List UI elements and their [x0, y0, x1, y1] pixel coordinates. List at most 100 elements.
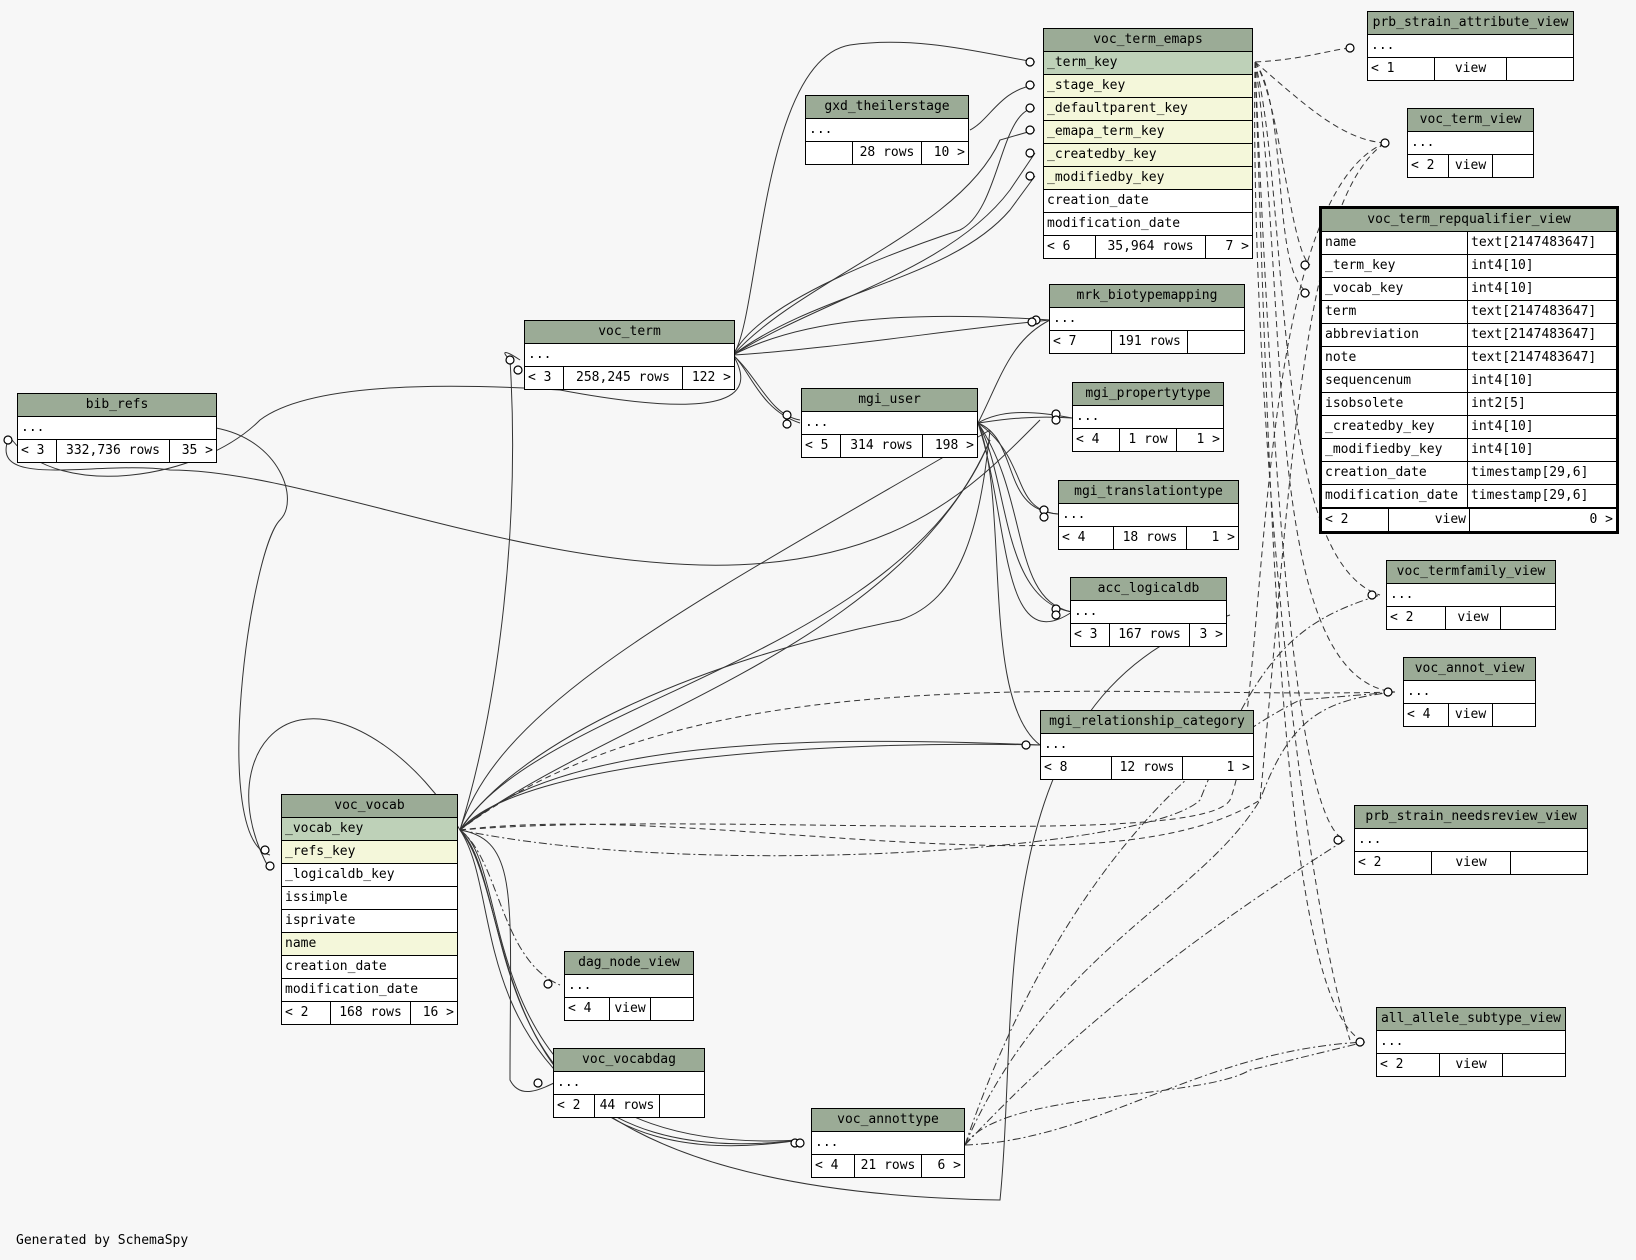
parents-count[interactable]: < 2	[1355, 852, 1432, 874]
children-count[interactable]: 1 >	[1196, 432, 1220, 447]
parents-count[interactable]	[806, 142, 853, 164]
parents-count[interactable]: < 8	[1041, 757, 1112, 779]
parents-count[interactable]: < 5	[802, 435, 841, 457]
parents-count[interactable]: < 2	[1377, 1054, 1440, 1076]
children-count[interactable]	[1501, 607, 1555, 629]
columns-ellipsis[interactable]: ...	[1059, 504, 1238, 527]
children-count[interactable]	[660, 1095, 704, 1117]
table-voc_termfamily_view[interactable]: voc_termfamily_view ... < 2 view	[1386, 560, 1556, 630]
parents-count[interactable]: < 1	[1368, 58, 1435, 80]
table-title[interactable]: mgi_translationtype	[1059, 481, 1238, 504]
columns-ellipsis[interactable]: ...	[554, 1072, 704, 1095]
parents-count[interactable]: < 2	[1387, 607, 1446, 629]
columns-ellipsis[interactable]: ...	[1050, 308, 1244, 331]
parents-count[interactable]: < 4	[1073, 429, 1120, 451]
table-voc_term_view[interactable]: voc_term_view ... < 2 view	[1407, 108, 1534, 178]
column-row[interactable]: _modifiedby_key	[1044, 167, 1252, 190]
children-count[interactable]	[1507, 58, 1573, 80]
table-title[interactable]: prb_strain_needsreview_view	[1355, 806, 1587, 829]
table-title[interactable]: voc_annottype	[812, 1109, 964, 1132]
table-mgi_user[interactable]: mgi_user ... < 5 314 rows 198 >	[801, 388, 978, 458]
table-title[interactable]: prb_strain_attribute_view	[1368, 12, 1573, 35]
children-count[interactable]	[1503, 1054, 1565, 1076]
table-title[interactable]: mgi_relationship_category	[1041, 711, 1253, 734]
columns-ellipsis[interactable]: ...	[1041, 734, 1253, 757]
parents-count[interactable]: < 4	[812, 1155, 855, 1177]
children-count[interactable]	[1493, 155, 1533, 177]
table-title[interactable]: voc_vocabdag	[554, 1049, 704, 1072]
columns-ellipsis[interactable]: ...	[525, 344, 734, 367]
columns-ellipsis[interactable]: ...	[565, 975, 693, 998]
table-voc_term_emaps[interactable]: voc_term_emaps _term_key _stage_key _def…	[1043, 28, 1253, 259]
table-mgi_propertytype[interactable]: mgi_propertytype ... < 4 1 row 1 >	[1072, 382, 1224, 452]
table-prb_strain_attribute_view[interactable]: prb_strain_attribute_view ... < 1 view	[1367, 11, 1574, 81]
columns-ellipsis[interactable]: ...	[1404, 681, 1535, 704]
table-title[interactable]: voc_termfamily_view	[1387, 561, 1555, 584]
table-mgi_relationship_category[interactable]: mgi_relationship_category ... < 8 12 row…	[1040, 710, 1254, 780]
column-row[interactable]: name	[282, 933, 457, 956]
children-count[interactable]: 7 >	[1225, 239, 1249, 254]
table-title[interactable]: mrk_biotypemapping	[1050, 285, 1244, 308]
children-count[interactable]	[1493, 704, 1535, 726]
table-title[interactable]: mgi_user	[802, 389, 977, 412]
column-row[interactable]: issimple	[282, 887, 457, 910]
table-mgi_translationtype[interactable]: mgi_translationtype ... < 4 18 rows 1 >	[1058, 480, 1239, 550]
parents-count[interactable]: < 3	[1071, 624, 1110, 646]
columns-ellipsis[interactable]: ...	[806, 119, 968, 142]
children-count[interactable]	[1511, 852, 1587, 874]
columns-ellipsis[interactable]: ...	[18, 417, 216, 440]
table-voc_annot_view[interactable]: voc_annot_view ... < 4 view	[1403, 657, 1536, 727]
children-count[interactable]: 0 >	[1589, 512, 1613, 527]
children-count[interactable]	[1188, 331, 1244, 353]
table-title[interactable]: acc_logicaldb	[1071, 578, 1226, 601]
children-count[interactable]: 122 >	[691, 370, 731, 385]
table-title[interactable]: mgi_propertytype	[1073, 383, 1223, 406]
column-row[interactable]: _emapa_term_key	[1044, 121, 1252, 144]
table-gxd_theilerstage[interactable]: gxd_theilerstage ... 28 rows 10 >	[805, 95, 969, 165]
table-title[interactable]: voc_vocab	[282, 795, 457, 818]
table-title[interactable]: dag_node_view	[565, 952, 693, 975]
columns-ellipsis[interactable]: ...	[1071, 601, 1226, 624]
column-row[interactable]: creation_date	[1044, 190, 1252, 213]
parents-count[interactable]: < 2	[1322, 509, 1389, 531]
table-title[interactable]: bib_refs	[18, 394, 216, 417]
column-row[interactable]: _term_key	[1044, 52, 1252, 75]
columns-ellipsis[interactable]: ...	[812, 1132, 964, 1155]
column-row[interactable]: creation_date	[282, 956, 457, 979]
children-count[interactable]: 1 >	[1211, 530, 1235, 545]
parents-count[interactable]: < 6	[1044, 236, 1096, 258]
columns-ellipsis[interactable]: ...	[1387, 584, 1555, 607]
parents-count[interactable]: < 4	[565, 998, 610, 1020]
table-voc_vocab[interactable]: voc_vocab _vocab_key _refs_key _logicald…	[281, 794, 458, 1025]
parents-count[interactable]: < 3	[525, 367, 564, 389]
table-prb_strain_needsreview_view[interactable]: prb_strain_needsreview_view ... < 2 view	[1354, 805, 1588, 875]
table-bib_refs[interactable]: bib_refs ... < 3 332,736 rows 35 >	[17, 393, 217, 463]
column-row[interactable]: _createdby_key	[1044, 144, 1252, 167]
table-title[interactable]: voc_annot_view	[1404, 658, 1535, 681]
parents-count[interactable]: < 2	[282, 1002, 331, 1024]
columns-ellipsis[interactable]: ...	[1368, 35, 1573, 58]
columns-ellipsis[interactable]: ...	[1408, 132, 1533, 155]
column-row[interactable]: _defaultparent_key	[1044, 98, 1252, 121]
table-title[interactable]: voc_term_repqualifier_view	[1322, 209, 1616, 232]
table-dag_node_view[interactable]: dag_node_view ... < 4 view	[564, 951, 694, 1021]
children-count[interactable]	[651, 998, 693, 1020]
column-row[interactable]: modification_date	[282, 979, 457, 1002]
table-title[interactable]: voc_term_view	[1408, 109, 1533, 132]
column-row[interactable]: _vocab_key	[282, 818, 457, 841]
children-count[interactable]: 3 >	[1199, 627, 1223, 642]
column-row[interactable]: _refs_key	[282, 841, 457, 864]
table-voc_vocabdag[interactable]: voc_vocabdag ... < 2 44 rows	[553, 1048, 705, 1118]
parents-count[interactable]: < 2	[554, 1095, 595, 1117]
table-all_allele_subtype_view[interactable]: all_allele_subtype_view ... < 2 view	[1376, 1007, 1566, 1077]
column-row[interactable]: _stage_key	[1044, 75, 1252, 98]
